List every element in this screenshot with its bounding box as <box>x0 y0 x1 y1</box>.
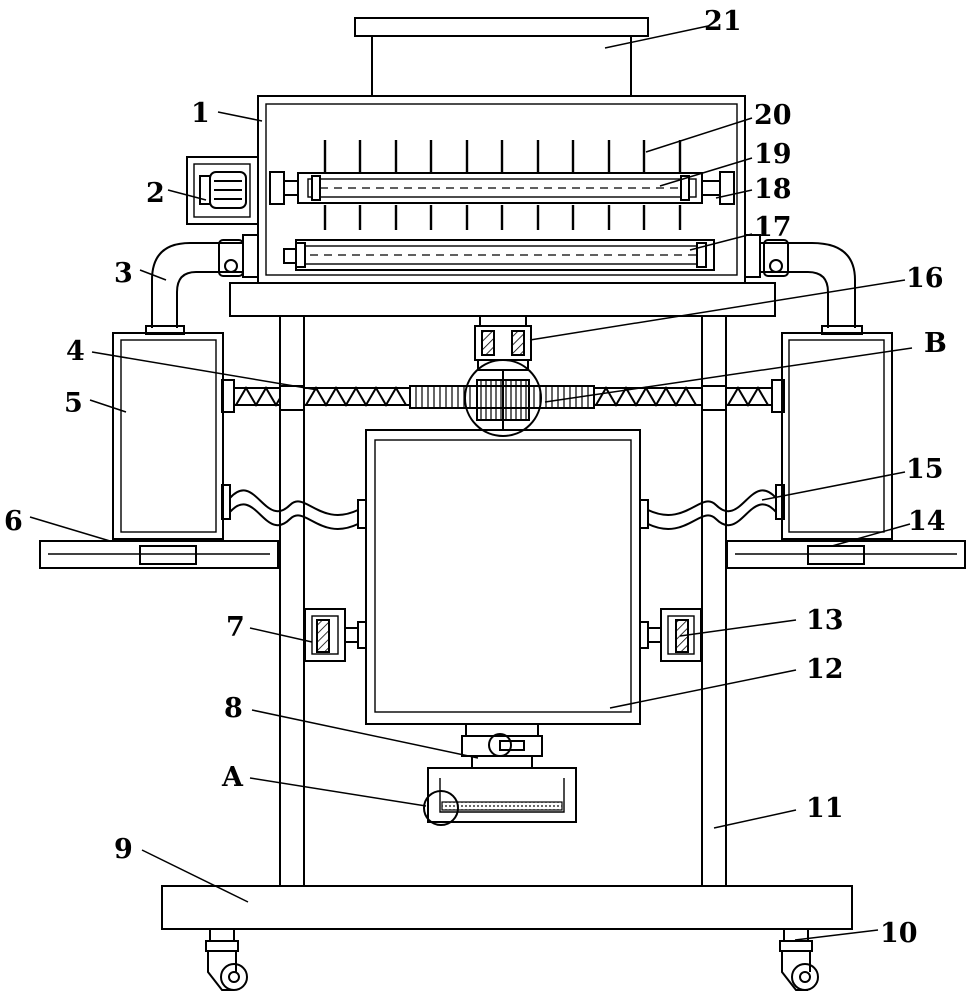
label-14: 14 <box>908 506 946 537</box>
left-caster-wheel <box>205 928 248 991</box>
label-9: 9 <box>114 834 133 865</box>
label-8: 8 <box>224 693 243 724</box>
upper-stirring-shaft <box>269 171 735 205</box>
label-b: B <box>924 328 947 359</box>
support-platform <box>229 282 776 317</box>
left-collection-tank <box>112 332 224 540</box>
label-2: 2 <box>146 178 165 209</box>
left-discharge-pipe <box>145 234 259 335</box>
left-guide-block <box>304 608 367 662</box>
label-6: 6 <box>4 506 23 537</box>
right-shelf <box>726 540 966 569</box>
drive-motor <box>186 156 259 225</box>
right-collection-tank <box>781 332 893 540</box>
left-shelf <box>39 540 279 569</box>
right-discharge-pipe <box>744 234 863 335</box>
label-3: 3 <box>114 258 133 289</box>
leader-lines <box>29 25 913 941</box>
sieve-box <box>365 429 641 725</box>
right-caster-wheel <box>779 928 819 991</box>
bottom-connector <box>461 723 543 769</box>
base-plate <box>161 885 853 930</box>
label-15: 15 <box>906 454 944 485</box>
label-7: 7 <box>226 612 245 643</box>
label-13: 13 <box>806 605 844 636</box>
label-10: 10 <box>880 918 918 949</box>
gear-drive-unit <box>474 315 532 371</box>
detail-circle-b <box>464 359 542 437</box>
label-4: 4 <box>66 336 85 367</box>
label-19: 19 <box>754 139 792 170</box>
label-16: 16 <box>906 263 944 294</box>
part-labels: 21 1 20 19 2 18 17 3 16 4 B 5 15 6 14 7 … <box>4 6 947 949</box>
top-hopper <box>354 17 649 97</box>
label-21: 21 <box>704 6 742 37</box>
label-12: 12 <box>806 654 844 685</box>
label-a: A <box>221 762 244 793</box>
label-17: 17 <box>754 212 792 243</box>
label-18: 18 <box>754 174 792 205</box>
hoses <box>221 484 785 530</box>
collection-tray <box>423 767 577 826</box>
label-1: 1 <box>191 98 210 129</box>
label-20: 20 <box>754 100 792 131</box>
label-11: 11 <box>806 793 844 824</box>
label-5: 5 <box>64 388 83 419</box>
lower-screen-shaft <box>283 239 715 271</box>
stirring-blades <box>323 140 682 230</box>
